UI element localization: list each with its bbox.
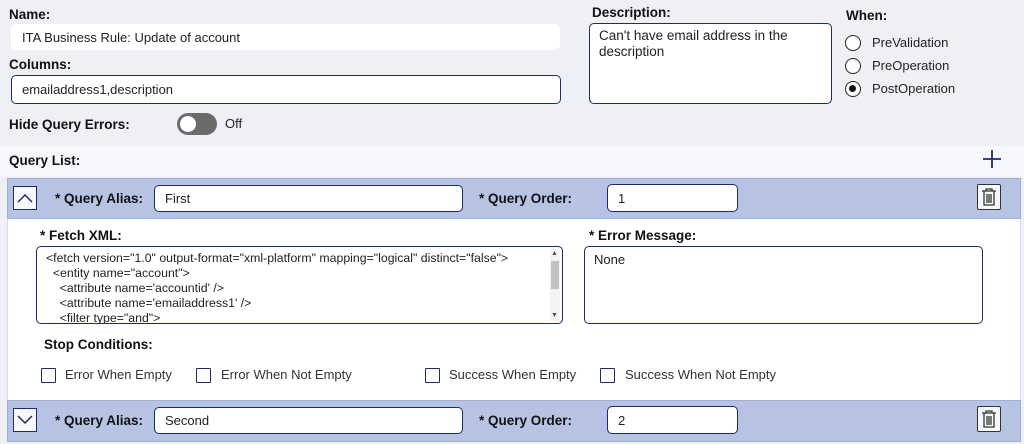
trash-icon[interactable] [977, 184, 1001, 210]
trash-icon[interactable] [977, 406, 1001, 432]
toggle-knob [180, 116, 196, 132]
checkbox-label-success-when-not-empty: Success When Not Empty [625, 367, 776, 382]
radio-prevalidation-label: PreValidation [872, 35, 949, 50]
scrollbar-thumb[interactable] [551, 261, 559, 289]
fetch-xml-label: * Fetch XML: [40, 228, 122, 243]
name-input[interactable]: ITA Business Rule: Update of account [11, 24, 560, 50]
radio-preoperation[interactable] [845, 58, 861, 74]
query-order-label-1: * Query Order: [479, 191, 573, 206]
query-list-label: Query List: [9, 153, 81, 168]
error-message-textarea[interactable]: None [584, 246, 983, 324]
error-message-text: None [594, 252, 626, 267]
fetch-xml-line-1: <fetch version="1.0" output-format="xml-… [46, 251, 509, 265]
radio-postoperation-label: PostOperation [872, 81, 956, 96]
query-order-input-2[interactable]: 2 [607, 406, 738, 434]
description-label: Description: [592, 5, 671, 20]
fetch-xml-scrollbar[interactable]: ▲ ▼ [550, 249, 560, 321]
checkbox-success-when-not-empty[interactable] [600, 368, 615, 383]
fetch-xml-line-3: <attribute name='accountid' /> [46, 281, 224, 295]
query-alias-label-2: * Query Alias: [55, 413, 144, 428]
checkbox-success-when-empty[interactable] [425, 368, 440, 383]
checkbox-label-error-when-not-empty: Error When Not Empty [221, 367, 352, 382]
toggle-state-text: Off [225, 116, 243, 131]
fetch-xml-line-4: <attribute name='emailaddress1' /> [46, 296, 252, 310]
fetch-xml-textarea[interactable]: <fetch version="1.0" output-format="xml-… [36, 246, 563, 324]
scroll-down-icon[interactable]: ▼ [551, 312, 558, 319]
checkbox-error-when-not-empty[interactable] [196, 368, 211, 383]
query-order-input-1[interactable]: 1 [607, 184, 738, 212]
radio-prevalidation[interactable] [845, 35, 861, 51]
query-alias-label-1: * Query Alias: [55, 191, 144, 206]
hide-query-errors-toggle[interactable] [177, 113, 217, 135]
plus-icon[interactable] [981, 148, 1003, 170]
checkbox-label-success-when-empty: Success When Empty [449, 367, 577, 382]
stop-conditions-label: Stop Conditions: [44, 337, 153, 352]
checkbox-label-error-when-empty: Error When Empty [65, 367, 172, 382]
chevron-up-icon[interactable] [13, 186, 37, 210]
columns-input[interactable]: emailaddress1,description [11, 75, 561, 104]
query-alias-input-2[interactable]: Second [154, 407, 463, 434]
query-alias-input-1[interactable]: First [154, 185, 463, 212]
radio-postoperation[interactable] [845, 81, 861, 97]
error-message-label: * Error Message: [589, 228, 697, 243]
when-label: When: [846, 8, 888, 23]
chevron-down-icon[interactable] [13, 408, 37, 432]
fetch-xml-line-5: <filter type="and"> [46, 311, 161, 324]
query-order-label-2: * Query Order: [479, 413, 573, 428]
name-label: Name: [9, 7, 51, 22]
description-textarea[interactable]: Can't have email address in the descript… [589, 23, 832, 104]
radio-preoperation-label: PreOperation [872, 58, 950, 73]
hide-query-errors-label: Hide Query Errors: [9, 117, 130, 132]
query-list-header [0, 146, 1024, 177]
checkbox-error-when-empty[interactable] [41, 368, 56, 383]
columns-label: Columns: [9, 57, 72, 72]
description-text: Can't have email address in the descript… [599, 28, 788, 59]
scroll-up-icon[interactable]: ▲ [551, 250, 558, 257]
fetch-xml-line-2: <entity name="account"> [46, 266, 190, 280]
